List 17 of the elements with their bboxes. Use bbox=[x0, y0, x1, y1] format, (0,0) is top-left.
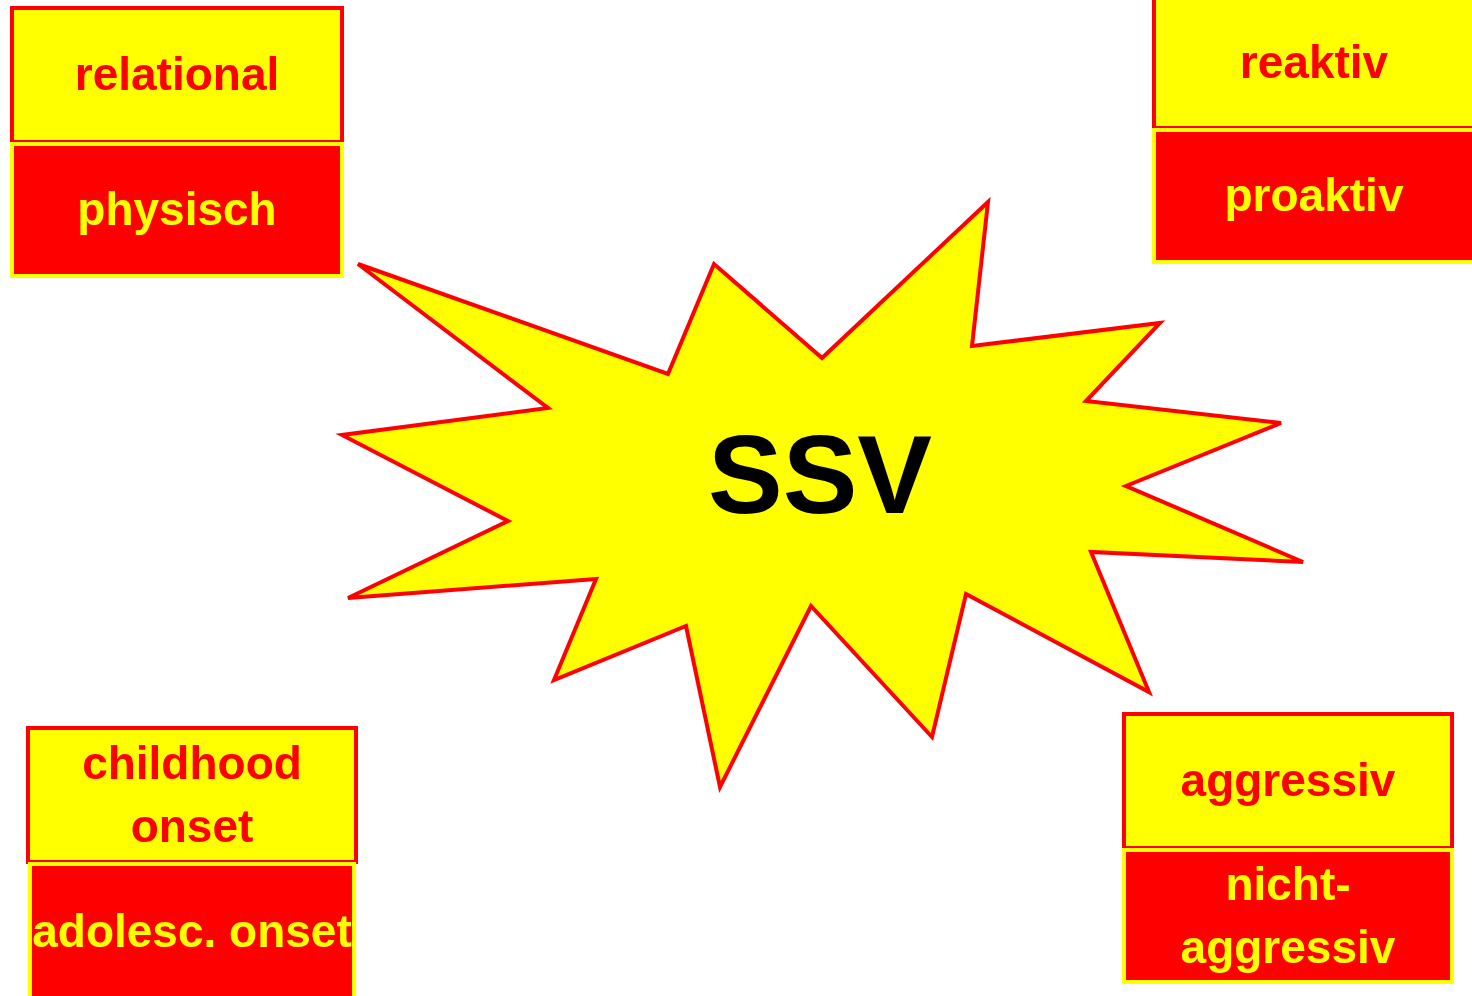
category-box bbox=[26, 726, 358, 864]
category-label: relational bbox=[74, 47, 280, 103]
category-box bbox=[1152, 128, 1472, 264]
category-box bbox=[28, 862, 356, 996]
category-label: nicht-aggressiv bbox=[1179, 856, 1397, 975]
category-label: physisch bbox=[77, 182, 277, 238]
category-box bbox=[1122, 712, 1454, 850]
category-label: childhood onset bbox=[81, 735, 303, 854]
category-label: aggressiv bbox=[1180, 753, 1396, 809]
category-box bbox=[1122, 848, 1454, 984]
category-label: reaktiv bbox=[1239, 35, 1389, 91]
category-box bbox=[10, 6, 344, 144]
center-label: SSV bbox=[706, 411, 934, 539]
category-label: proaktiv bbox=[1224, 168, 1404, 224]
category-box bbox=[1152, 0, 1472, 130]
category-box bbox=[10, 142, 344, 278]
category-label: adolesc. onset bbox=[32, 904, 352, 960]
